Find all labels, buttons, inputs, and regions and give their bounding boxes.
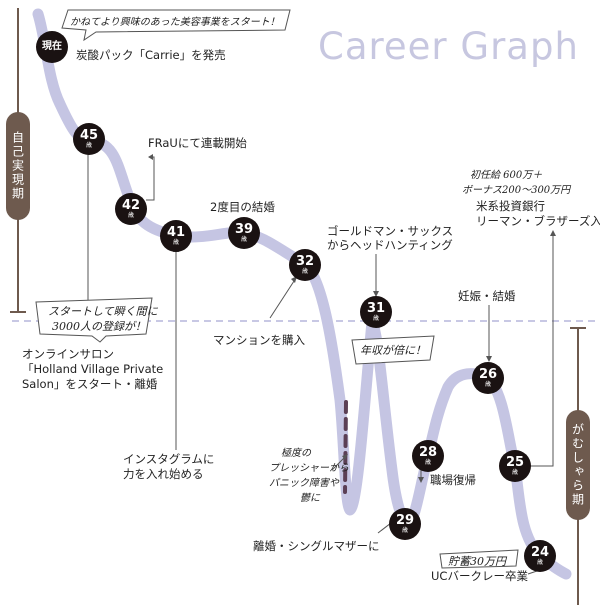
age-dot-number: 39 (234, 222, 254, 237)
struggle-dashes (343, 400, 348, 494)
label-frau: FRaUにて連載開始 (148, 136, 247, 150)
age-dot-number: 24 (530, 545, 550, 560)
age-dot-unit: 歳 (424, 459, 431, 466)
age-dot-unit: 歳 (85, 142, 92, 149)
note-salary-2: ボーナス200〜300万円 (462, 185, 571, 196)
label-divorce: 離婚・シングルマザーに (253, 539, 380, 553)
age-dot-number: 現在 (42, 41, 62, 52)
label-berkeley: UCバークレー卒業 (431, 569, 528, 583)
label-lehman-2: リーマン・ブラザーズ入社 (476, 214, 600, 228)
label-carrie: 炭酸パック「Carrie」を発売 (76, 48, 226, 62)
label-salon-3: Salon」をスタート・離婚 (22, 377, 158, 391)
note-beauty: かねてより興味のあった美容事業をスタート！ (70, 17, 280, 28)
age-dot-number: 26 (478, 367, 498, 382)
age-dot-unit: 歳 (172, 239, 179, 246)
age-dot-number: 28 (418, 445, 438, 460)
graph-title: Career Graph (318, 25, 579, 68)
income-note-bubble (351, 335, 435, 365)
note-panic-2: プレッシャーから (269, 463, 349, 474)
label-lehman-1: 米系投資銀行 (476, 199, 545, 213)
age-dot-unit: 歳 (127, 212, 134, 219)
age-dot-number: 25 (505, 455, 525, 470)
note-members-2: 3000人の登録が！ (52, 320, 146, 333)
phase-tag-upper: 自己実現期 (6, 112, 30, 220)
note-salary-1: 初任給 600万＋ (470, 170, 543, 181)
note-panic-1: 極度の (281, 448, 311, 459)
note-panic-4: 鬱に (300, 493, 320, 504)
label-insta-1: インスタグラムに (123, 452, 215, 466)
note-members-1: スタートして瞬く間に (48, 305, 158, 318)
note-income: 年収が倍に！ (360, 344, 426, 357)
note-panic-3: パニック障害や (269, 478, 339, 489)
label-marriage2: 2度目の結婚 (210, 200, 275, 214)
age-dot-number: 41 (166, 225, 186, 240)
beauty-note-bubble (61, 9, 291, 42)
age-dot-unit: 歳 (484, 381, 491, 388)
savings-note-bubble (439, 549, 519, 569)
age-dot-number: 45 (79, 128, 99, 143)
label-insta-2: 力を入れ始める (123, 467, 204, 481)
phase-tag-lower: がむしゃら期 (566, 410, 590, 520)
age-dot-unit: 歳 (401, 527, 408, 534)
age-dot-number: 31 (366, 301, 386, 316)
age-dot-number: 42 (121, 198, 141, 213)
age-dot-unit: 歳 (301, 268, 308, 275)
age-dot-unit: 歳 (240, 236, 247, 243)
age-dot-unit: 歳 (511, 469, 518, 476)
age-dot-unit: 歳 (536, 559, 543, 566)
label-salon-2: 「Holland Village Private (22, 362, 164, 376)
label-return: 職場復帰 (430, 473, 476, 487)
label-pregnancy: 妊娠・結婚 (458, 289, 516, 303)
age-dot-number: 29 (395, 513, 415, 528)
note-savings: 貯蓄30万円 (448, 555, 506, 568)
label-salon-1: オンラインサロン (22, 347, 114, 361)
members-note-bubble (35, 297, 153, 343)
label-headhunt-1: ゴールドマン・サックス (327, 224, 454, 238)
label-headhunt-2: からヘッドハンティング (327, 238, 453, 252)
label-mansion: マンションを購入 (213, 333, 305, 347)
age-dot-unit: 歳 (372, 315, 379, 322)
age-dot: 現在 (36, 31, 68, 63)
age-dot-number: 32 (295, 254, 315, 269)
